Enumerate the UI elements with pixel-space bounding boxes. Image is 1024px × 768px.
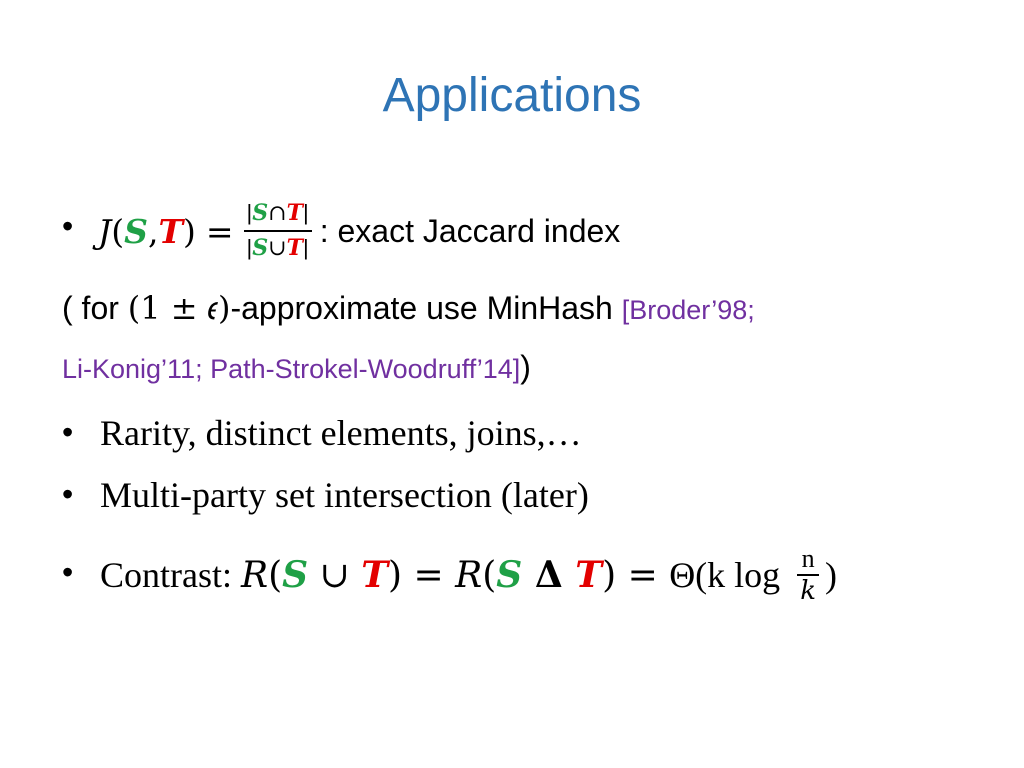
bullet-marker: • [62,208,74,244]
contrast-R2: R [455,554,483,596]
contrast-formula: Contrast: R ( S ∪ T ) = R ( S Δ T ) = Θ(… [100,530,837,620]
approx-math: (1 ± 𝜖) [127,289,231,327]
contrast-S2: S [496,554,523,596]
approx-prefix: ( for [62,290,128,326]
jaccard-comma: , [147,211,159,251]
fraction-numerator: n [801,544,815,573]
num-T: T [286,200,303,226]
approx-line-1: ( for (1 ± 𝜖)-approximate use MinHash [B… [62,286,755,332]
jaccard-equals: = [205,211,234,251]
jaccard-fraction: |S∩T| |S∪T| [243,199,312,263]
jaccard-S: S [124,211,148,251]
contrast-S1: S [282,554,309,596]
den-pipe-right: | [302,235,309,260]
citation-part-2: Li-Konig’11; Path-Strokel-Woodruff’14] [62,354,521,384]
bullet-multiparty-text: Multi-party set intersection (later) [100,475,589,515]
bullet-marker: • [62,414,74,450]
jaccard-close: ) [183,211,196,251]
fraction-denominator: k [800,576,816,606]
contrast-close1: ) [388,554,403,596]
contrast-T2: T [575,554,603,596]
contrast-union: ∪ [308,554,362,596]
citation-part-1: [Broder’98; [621,295,755,325]
approx-middle: -approximate use MinHash [230,290,622,326]
jaccard-description: : exact Jaccard index [319,212,621,249]
approx-close: ) [520,349,531,385]
jaccard-open: ( [111,211,125,251]
jaccard-numerator: |S∩T| [244,199,312,230]
jaccard-J: J [98,211,112,251]
contrast-delta: Δ [522,554,576,596]
contrast-open2: ( [482,554,497,596]
contrast-open1: ( [268,554,283,596]
approx-line-2: Li-Konig’11; Path-Strokel-Woodruff’14]) [62,345,531,391]
num-pipe-left: | [246,200,253,225]
jaccard-formula: J ( S , T ) = |S∩T| |S∪T| : exact Jaccar… [98,186,620,276]
jaccard-T: T [158,211,184,251]
contrast-T1: T [361,554,389,596]
contrast-R1: R [241,554,269,596]
num-S: S [252,200,269,226]
den-pipe-left: | [246,235,253,260]
fraction-bar [797,574,819,576]
contrast-close3: ) [824,555,837,595]
contrast-eq1: = [402,554,456,596]
jaccard-denominator: |S∪T| [244,232,312,263]
fraction-bar [243,230,312,232]
den-S: S [252,235,269,261]
contrast-eq2: = [616,554,670,596]
num-pipe-right: | [302,200,309,225]
bullet-marker: • [62,476,74,512]
contrast-theta: Θ(k log [669,555,790,595]
contrast-close2: ) [602,554,617,596]
den-T: T [286,235,303,261]
bullet-rarity-text: Rarity, distinct elements, joins,… [100,413,582,453]
contrast-label: Contrast: [100,555,241,595]
den-union: ∪ [268,236,287,261]
slide-title: Applications [382,69,642,122]
contrast-fraction: n k [797,544,819,606]
bullet-marker: • [62,554,74,590]
num-intersect: ∩ [268,201,287,226]
